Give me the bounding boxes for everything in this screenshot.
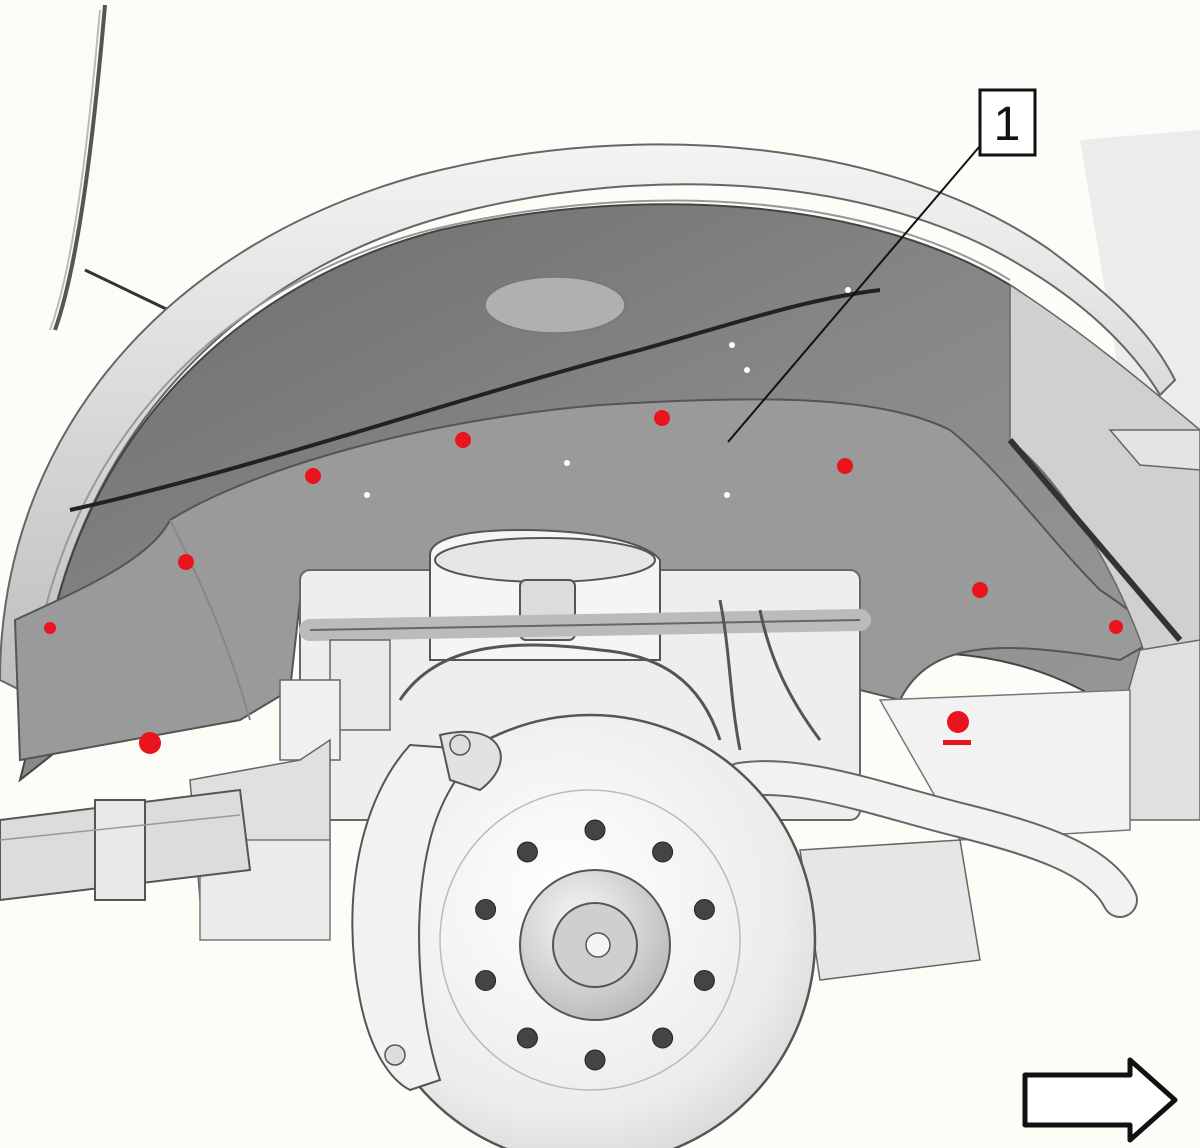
fastener-9 — [139, 732, 161, 754]
axle-shaft — [0, 788, 252, 902]
fastener-5 — [654, 410, 670, 426]
fastener-10 — [947, 711, 969, 733]
callout-1: 1 — [727, 88, 1037, 443]
fastener-3 — [305, 468, 321, 484]
fastener-6 — [837, 458, 853, 474]
wheel-stud — [652, 1027, 674, 1049]
callout-box — [978, 88, 1037, 157]
wheel-stud — [584, 819, 606, 841]
brake-caliper — [351, 730, 502, 1092]
fastener-2 — [178, 554, 194, 570]
liner-holes — [364, 287, 851, 498]
fastener-1 — [44, 622, 56, 634]
liner-fasteners — [44, 410, 1123, 754]
brake-disc — [363, 713, 817, 1148]
wheel-studs — [475, 819, 715, 1071]
wheel-stud — [584, 1049, 606, 1071]
wheel-stud — [516, 1027, 538, 1049]
wheel-stud — [475, 970, 497, 991]
callout-label: 1 — [994, 98, 1021, 151]
fender-arch — [0, 143, 1177, 702]
fastener-4 — [455, 432, 471, 448]
wheel-stud — [475, 899, 497, 920]
wheel-stud — [693, 899, 715, 920]
fastener-7 — [972, 582, 988, 598]
wheel-stud — [652, 841, 674, 863]
stabilizer-bar — [722, 760, 1138, 981]
wheel-stud — [516, 841, 538, 863]
fastener-8 — [1109, 620, 1123, 634]
forward-arrow-icon — [1022, 1057, 1178, 1143]
fastener-clip — [943, 740, 971, 745]
wheel-stud — [693, 970, 715, 991]
